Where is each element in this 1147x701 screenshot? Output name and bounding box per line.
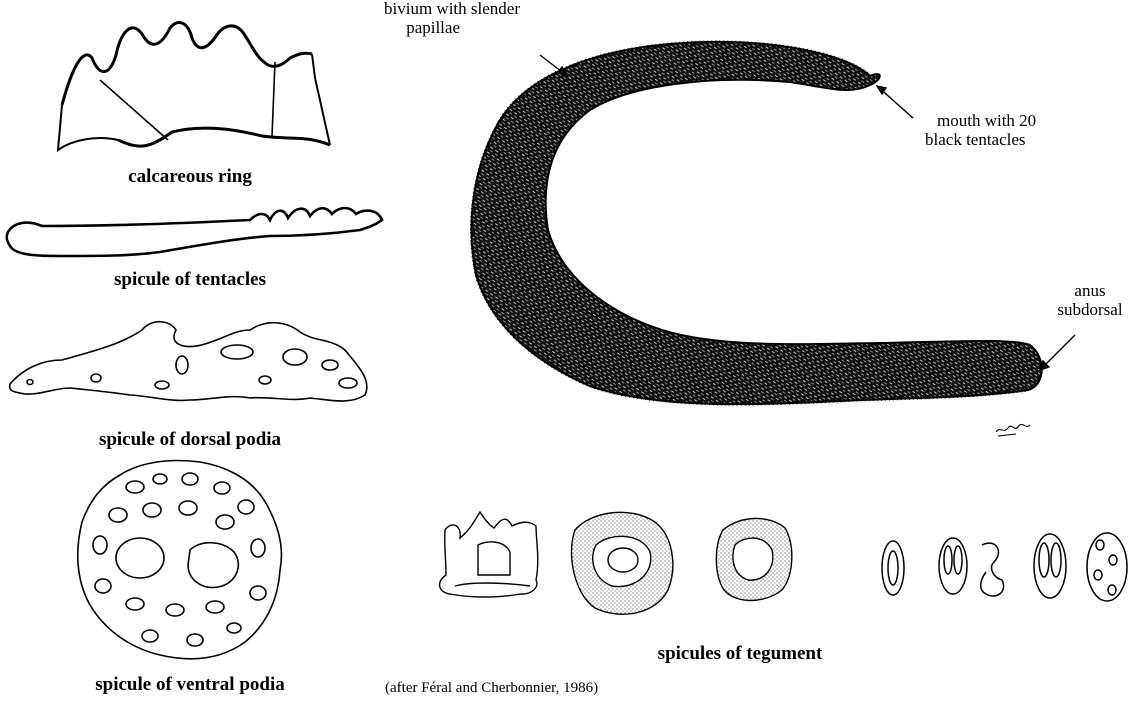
caption-spicules-tegument: spicules of tegument xyxy=(615,643,865,665)
tegument-spicule-rods xyxy=(882,533,1127,601)
annotation-mouth: mouth with 20 black tentacles xyxy=(925,111,1036,149)
annotation-anus-line1: anus xyxy=(1050,281,1130,300)
spicule-dorsal-drawing xyxy=(10,322,367,401)
annotation-bivium-line1: bivium with slender xyxy=(330,0,520,18)
spicule-ventral-drawing xyxy=(78,461,282,659)
caption-spicule-ventral: spicule of ventral podia xyxy=(35,674,345,696)
caption-calcareous-ring: calcareous ring xyxy=(90,166,290,188)
tegument-spicule-table-ring xyxy=(572,512,673,614)
annotation-anus-line2: subdorsal xyxy=(1050,300,1130,319)
annotation-mouth-line1: mouth with 20 xyxy=(925,111,1036,130)
source-credit: (after Féral and Cherbonnier, 1986) xyxy=(385,680,598,697)
annotation-bivium: bivium with slender papillae xyxy=(330,0,520,37)
caption-spicule-tentacles: spicule of tentacles xyxy=(55,269,325,291)
spicule-tentacles-drawing xyxy=(7,208,382,256)
annotation-bivium-line2: papillae xyxy=(330,18,520,37)
tegument-spicule-table xyxy=(440,512,538,597)
artist-signature xyxy=(996,424,1030,436)
sea-cucumber-drawing xyxy=(471,42,1041,404)
annotation-anus: anus subdorsal xyxy=(1050,281,1130,319)
annotation-mouth-line2: black tentacles xyxy=(925,130,1036,149)
tegument-spicule-table-small xyxy=(716,518,791,600)
caption-spicule-dorsal: spicule of dorsal podia xyxy=(45,429,335,451)
calcareous-ring-drawing xyxy=(58,23,330,150)
